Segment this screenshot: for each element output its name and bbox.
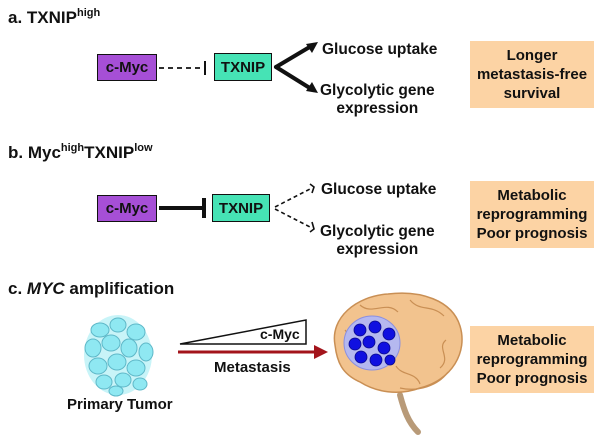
panel-c-heading: c. MYC amplification [8,279,174,299]
panel-a-glucose-uptake: Glucose uptake [322,41,438,58]
panel-a-strong-activation [274,43,315,92]
panel-a-arrowheads [306,42,318,93]
panel-b-outcome-box: Metabolic reprogramming Poor prognosis [470,181,594,248]
panel-b-weak-activation [274,188,311,228]
panel-c-heading-gene: MYC [26,279,65,298]
panel-a-glycolytic-expression: Glycolytic gene expression [320,82,435,118]
panel-b-glucose-uptake: Glucose uptake [321,181,437,198]
metastasis-label: Metastasis [214,359,291,376]
panel-c-outcome-line3: Poor prognosis [476,370,588,387]
cmyc-wedge-label: c-Myc [260,326,300,342]
panel-b-glycolytic-line2: expression [336,241,419,258]
primary-tumor-label: Primary Tumor [67,396,173,413]
panel-b-txnip-box: TXNIP [212,194,270,222]
panel-a-weak-inhibition [159,61,206,75]
brain-metastasis-cluster [343,315,401,371]
panel-a-txnip-box: TXNIP [214,53,272,81]
panel-a-glycolytic-line2: expression [336,100,419,117]
panel-c-outcome-box: Metabolic reprogramming Poor prognosis [470,326,594,393]
panel-a-outcome-line1: Longer [506,47,558,64]
metastasis-arrow [178,345,328,359]
panel-c-heading-suffix: amplification [64,279,175,298]
panel-b-outcome-line1: Metabolic [497,187,567,204]
panel-b-strong-inhibition [159,198,206,218]
panel-a-heading-text: a. TXNIP [8,8,77,27]
panel-b-outcome-line2: reprogramming [476,206,588,223]
panel-c-heading-prefix: c. [8,279,27,298]
panel-a-heading-sup: high [76,7,101,19]
panel-b-arrowheads [309,183,315,233]
panel-b-glycolytic-expression: Glycolytic gene expression [320,223,435,259]
panel-a-glycolytic-line1: Glycolytic gene [320,82,435,99]
panel-a-cmyc-box: c-Myc [97,54,157,81]
panel-a-outcome-line2: metastasis-free [476,66,588,83]
panel-a-outcome-box: Longer metastasis-free survival [470,41,594,108]
panel-a-heading: a. TXNIPhigh [8,7,100,28]
cmyc-gradient-wedge [179,319,307,345]
panel-b-glycolytic-line1: Glycolytic gene [320,223,435,240]
panel-b-cmyc-box: c-Myc [97,195,157,222]
primary-tumor-icon [84,315,154,397]
panel-b-outcome-line3: Poor prognosis [476,225,588,242]
panel-b-heading-mid: TXNIP [84,143,135,162]
panel-b-heading-sup1: high [60,142,85,154]
panel-c-outcome-line2: reprogramming [476,351,588,368]
panel-b-heading: b. MychighTXNIPlow [8,142,153,163]
panel-b-heading-text: b. Myc [8,143,61,162]
panel-b-heading-sup2: low [134,142,153,154]
panel-c-outcome-line1: Metabolic [497,332,567,349]
panel-a-outcome-line3: survival [503,85,561,102]
